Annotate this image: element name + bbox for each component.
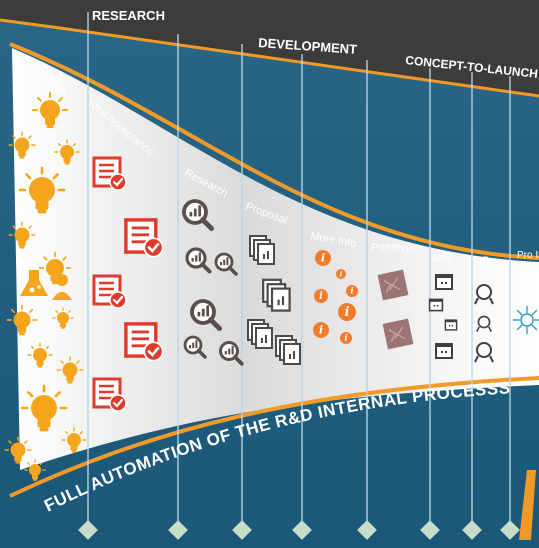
stage-diamond-marker — [420, 520, 440, 540]
lightbulb-icon — [61, 427, 87, 453]
svg-text:i: i — [344, 333, 347, 343]
document-stack-icon — [275, 335, 301, 365]
stage-label-pro-init: Pro Initi — [517, 250, 539, 261]
header-band-edge — [0, 18, 539, 98]
iam-window-icon — [435, 343, 453, 359]
lightbulb-icon — [6, 304, 38, 336]
stage-diamond-marker — [78, 520, 98, 540]
document-stack-icon — [262, 278, 291, 312]
stage-diamond-marker — [292, 520, 312, 540]
stage-diamond-marker — [462, 520, 482, 540]
lightbulb-icon — [4, 436, 32, 464]
prototype-sheet-icon — [382, 318, 414, 350]
flask-icon — [20, 270, 48, 296]
svg-text:i: i — [319, 291, 323, 302]
info-icon: i — [338, 303, 356, 321]
iam-window-icon — [435, 274, 453, 290]
launch-arrow-stroke — [519, 470, 536, 540]
lower-orange-curve — [9, 376, 539, 498]
document-stack-icon — [249, 235, 275, 265]
checklist-icon — [92, 274, 127, 309]
checklist-icon — [92, 156, 127, 191]
ip-badge-icon — [476, 315, 492, 332]
document-stack-icon — [247, 319, 273, 349]
lightbulb-icon — [18, 166, 66, 214]
person-icon — [52, 274, 72, 300]
lightbulb-icon — [20, 384, 68, 432]
ip-badge-icon — [474, 284, 494, 305]
lightbulb-icon — [52, 307, 74, 329]
stage-diamond-marker — [168, 520, 188, 540]
magnifier-chart-icon — [182, 199, 214, 231]
checklist-icon — [92, 377, 127, 412]
stage-diamond-marker — [232, 520, 252, 540]
info-icon: i — [314, 289, 328, 303]
upper-orange-curve — [9, 42, 539, 260]
magnifier-chart-icon — [183, 335, 207, 359]
lightbulb-icon — [8, 131, 36, 159]
stage-diamond-marker — [357, 520, 377, 540]
stage-label-prototype: Prototype — [371, 242, 418, 254]
checklist-icon — [124, 218, 164, 258]
magnifier-chart-icon — [214, 252, 238, 276]
prototype-sheet-icon — [377, 269, 409, 301]
svg-text:i: i — [319, 323, 323, 337]
lightbulb-icon — [24, 459, 46, 481]
info-icon: i — [315, 250, 331, 266]
header-band — [0, 0, 539, 96]
stage-label-ip: IP — [479, 255, 489, 267]
launch-icon — [513, 306, 539, 334]
funnel-body — [12, 48, 539, 470]
svg-text:i: i — [321, 251, 325, 265]
iam-window-icon — [444, 319, 458, 331]
info-icon: i — [313, 322, 329, 338]
svg-text:i: i — [340, 269, 343, 278]
phase-label-development: DEVELOPMENT — [258, 35, 358, 57]
svg-text:i: i — [345, 304, 350, 319]
checklist-icon — [124, 322, 164, 362]
stage-diamond-marker — [500, 520, 520, 540]
lightbulb-icon — [32, 92, 68, 128]
info-icon: i — [346, 285, 358, 297]
lightbulb-icon — [27, 342, 53, 368]
lightbulb-icon — [8, 221, 36, 249]
phase-label-research: RESEARCH — [92, 8, 165, 23]
lightbulb-icon — [54, 139, 80, 165]
svg-text:i: i — [350, 286, 353, 296]
ip-badge-icon — [474, 342, 494, 363]
info-icon: i — [336, 269, 346, 279]
magnifier-chart-icon — [190, 299, 222, 331]
info-icon: i — [340, 332, 352, 344]
stage-label-iam: IAM — [433, 253, 453, 265]
magnifier-chart-icon — [185, 247, 212, 274]
iam-window-icon — [428, 298, 444, 312]
stage-label-pro-init-text: Pro Initi — [517, 250, 539, 261]
magnifier-chart-icon — [219, 341, 244, 366]
lightbulb-icon — [56, 356, 84, 384]
